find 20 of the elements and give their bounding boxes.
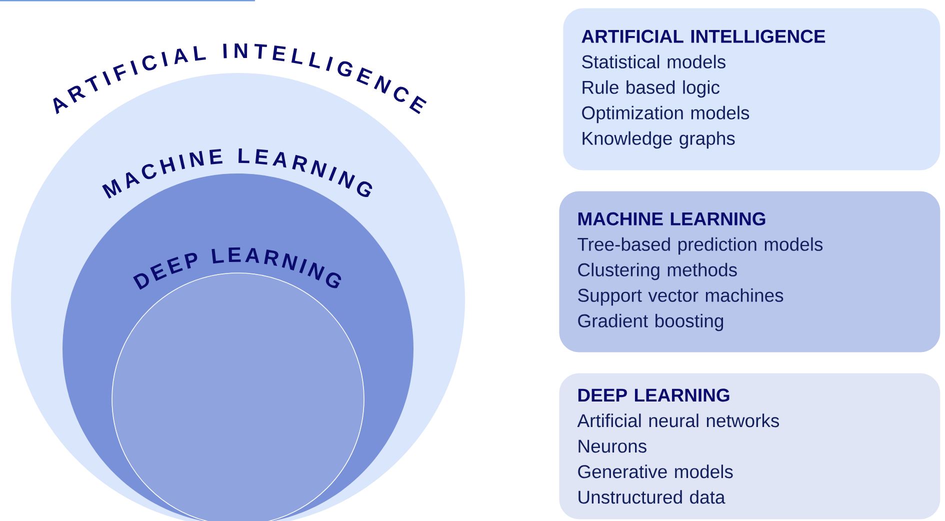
category-card: [559, 191, 940, 352]
list-item: Statistical models: [582, 54, 726, 68]
list-item: Tree-based prediction models: [578, 237, 823, 255]
list-item: Unstructured data: [578, 490, 726, 504]
card-heading: ARTIFICIAL INTELLIGENCE: [582, 30, 826, 43]
curved-heading: MACHINE LEARNING: [102, 148, 372, 199]
list-item: Generative models: [578, 464, 733, 478]
list-item: Support vector machines: [578, 288, 784, 306]
list-item: Knowledge graphs: [582, 131, 735, 149]
curved-heading: DEEP LEARNING: [133, 247, 342, 290]
category-card: [559, 373, 940, 520]
list-item: Gradient boosting: [578, 314, 724, 332]
list-item: Neurons: [578, 440, 646, 453]
list-item: Optimization models: [582, 106, 750, 124]
list-item: Artificial neural networks: [577, 414, 780, 428]
category-card: [563, 8, 940, 170]
list-item: Clustering methods: [578, 262, 737, 280]
card-heading: DEEP LEARNING: [578, 388, 730, 402]
list-item: Rule based logic: [582, 80, 720, 98]
card-heading: MACHINE LEARNING: [578, 212, 766, 226]
